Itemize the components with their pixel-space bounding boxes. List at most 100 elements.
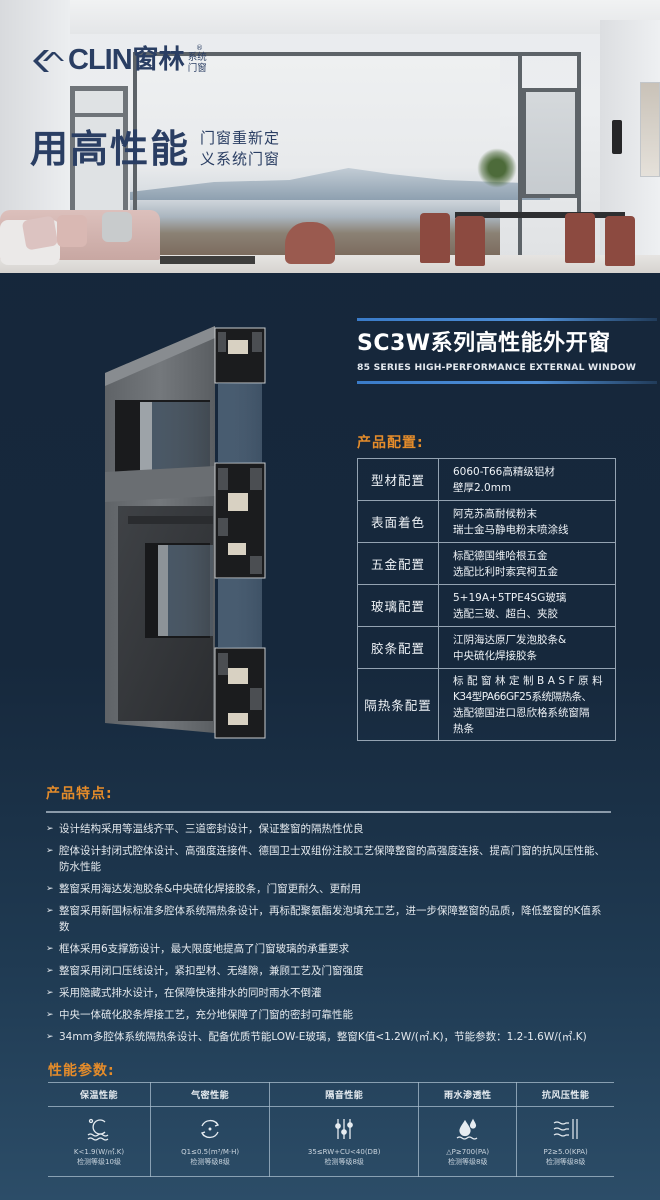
slogan-sub-line: 门窗重新定 — [200, 129, 281, 147]
feature-text: 设计结构采用等温线齐平、三道密封设计，保证整窗的隔热性优良 — [59, 823, 364, 835]
arrow-bullet-icon: ➢ — [46, 884, 54, 894]
cushion — [57, 215, 87, 247]
performance-label: 雨水渗透性 — [418, 1082, 518, 1107]
registered-mark: ® — [196, 44, 203, 52]
performance-heading: 性能参数: — [48, 1063, 115, 1079]
casement-sash — [522, 88, 579, 198]
dining-chair — [455, 216, 485, 266]
window-mullion — [518, 54, 522, 258]
dining-chair — [565, 213, 595, 263]
config-label: 玻璃配置 — [357, 584, 439, 627]
config-row: 表面着色 阿克苏高耐候粉末 瑞士金马静电粉末喷涂线 — [357, 500, 616, 543]
config-value: 5+19A+5TPE4SG玻璃 选配三玻、超白、夹胶 — [438, 584, 616, 627]
config-value: 标配德国维哈根五金 选配比利时索宾柯五金 — [438, 542, 616, 585]
brand-name-en: CLIN — [68, 44, 133, 76]
performance-value: △P≥700(PA) — [446, 1148, 490, 1156]
lounge-chair — [285, 222, 335, 264]
feature-item: ➢34mm多腔体系统隔热条设计、配备优质节能LOW-E玻璃，整窗K值<1.2W/… — [46, 1029, 611, 1045]
wind-pressure-icon — [552, 1117, 580, 1141]
airtight-cycle-icon — [196, 1117, 224, 1141]
arrow-bullet-icon: ➢ — [46, 906, 54, 916]
feature-text: 整窗采用闭口压线设计，紧扣型材、无缝隙，兼顾工艺及门窗强度 — [59, 965, 364, 977]
config-value-line: 选配德国进口恩欣格系统窗隔 — [453, 706, 590, 719]
config-value-line: 选配三玻、超白、夹胶 — [453, 607, 558, 620]
product-title: SC3W系列高性能外开窗 — [357, 331, 611, 356]
config-row: 型材配置 6060-T66高精级铝材 壁厚2.0mm — [357, 458, 616, 501]
hero-banner: CLIN 窗林 ® 系统 门窗 用高性能 门窗重新定 义系统门窗 — [0, 0, 660, 273]
performance-label: 隔音性能 — [269, 1082, 420, 1107]
features-section: 产品特点: ➢设计结构采用等温线齐平、三道密封设计，保证整窗的隔热性优良 ➢腔体… — [46, 783, 611, 1051]
performance-cell: K<1.9(W/㎡.K) 检测等级10级 — [48, 1106, 151, 1177]
config-heading: 产品配置: — [357, 435, 424, 451]
arrow-bullet-icon: ➢ — [46, 944, 54, 954]
config-row: 玻璃配置 5+19A+5TPE4SG玻璃 选配三玻、超白、夹胶 — [357, 584, 616, 627]
arrow-bullet-icon: ➢ — [46, 1010, 54, 1020]
config-label: 五金配置 — [357, 542, 439, 585]
config-value: 6060-T66高精级铝材 壁厚2.0mm — [438, 458, 616, 501]
feature-text: 整窗采用海达发泡胶条&中央硫化焊接胶条，门窗更耐久、更耐用 — [59, 883, 362, 895]
performance-cell: 35≤RW+CU<40(DB) 检测等级8级 — [269, 1106, 420, 1177]
product-subtitle-en: 85 SERIES HIGH-PERFORMANCE EXTERNAL WIND… — [357, 362, 637, 373]
config-table: 型材配置 6060-T66高精级铝材 壁厚2.0mm 表面着色 阿克苏高耐候粉末… — [357, 458, 616, 741]
slogan-sub-line: 义系统门窗 — [200, 150, 281, 168]
feature-item: ➢ 设计结构采用等温线齐平、三道密封设计，保证整窗的隔热性优良 — [46, 821, 611, 837]
config-value-line: 壁厚2.0mm — [453, 481, 512, 494]
config-value-line: 瑞士金马静电粉末喷涂线 — [453, 523, 569, 536]
features-divider — [46, 811, 611, 813]
feature-item: ➢中央一体硫化胶条焊接工艺，充分地保障了门窗的密封可靠性能 — [46, 1007, 611, 1023]
coffee-table — [160, 256, 255, 264]
feature-item: ➢框体采用6支撑筋设计，最大限度地提高了门窗玻璃的承重要求 — [46, 941, 611, 957]
performance-value: K<1.9(W/㎡.K) — [73, 1148, 125, 1156]
brand-tagline-line: 门窗 — [187, 63, 207, 74]
performance-value: P2≥5.0(KPA) — [543, 1148, 588, 1156]
thermal-wave-icon — [85, 1117, 113, 1141]
performance-grade: 检测等级8级 — [545, 1158, 586, 1166]
arrow-bullet-icon: ➢ — [46, 966, 54, 976]
config-value-line: 江阴海达原厂发泡胶条& — [453, 633, 567, 646]
config-value-line: 热条 — [453, 722, 474, 735]
wall-speaker — [612, 120, 622, 154]
config-label: 型材配置 — [357, 458, 439, 501]
feature-item: ➢ 整窗采用海达发泡胶条&中央硫化焊接胶条，门窗更耐久、更耐用 — [46, 881, 611, 897]
feature-text: 腔体设计封闭式腔体设计、高强度连接件、德国卫士双组份注胶工艺保障整窗的高强度连接… — [59, 845, 605, 873]
config-value-line: 阿克苏高耐候粉末 — [453, 507, 537, 520]
slogan-main: 用高性能 — [30, 127, 191, 171]
performance-cell: P2≥5.0(KPA) 检测等级8级 — [516, 1106, 614, 1177]
performance-cell: Q1≤0.5(m³/M·H) 检测等级8级 — [149, 1106, 271, 1177]
config-value: 标配窗林定制BASF原料 K34型PA66GF25系统隔热条、 选配德国进口恩欣… — [438, 668, 616, 741]
brand-logo: CLIN 窗林 ® 系统 门窗 — [30, 44, 207, 76]
config-value-line: 6060-T66高精级铝材 — [453, 465, 555, 478]
cushion — [102, 212, 132, 242]
config-value-line: 标配窗林定制BASF原料 — [453, 674, 607, 687]
performance-grade: 检测等级8级 — [190, 1158, 230, 1166]
dining-chair — [420, 213, 450, 263]
config-value-line: 中央硫化焊接胶条 — [453, 649, 537, 662]
brand-tagline: 系统 门窗 — [188, 52, 207, 74]
feature-list: ➢设计结构采用等温线齐平、三道密封设计，保证整窗的隔热性优良 ➢腔体设计封闭式腔… — [46, 821, 611, 1045]
plant-vase — [477, 148, 517, 188]
config-value-line: 选配比利时索宾柯五金 — [453, 565, 558, 578]
feature-item: ➢整窗采用新国标标准多腔体系统隔热条设计，再标配聚氨酯发泡填充工艺，进一步保障整… — [46, 903, 611, 935]
arrow-bullet-icon: ➢ — [46, 824, 54, 834]
feature-text: 采用隐藏式排水设计，在保障快速排水的同时雨水不倒灌 — [59, 987, 322, 999]
arrow-bullet-icon: ➢ — [46, 988, 54, 998]
feature-item: ➢ 整窗采用闭口压线设计，紧扣型材、无缝隙，兼顾工艺及门窗强度 — [46, 963, 611, 979]
features-heading: 产品特点: — [46, 786, 113, 802]
brand-tagline-line: 系统 — [187, 52, 207, 63]
config-row: 隔热条配置 标配窗林定制BASF原料 K34型PA66GF25系统隔热条、 选配… — [357, 668, 616, 741]
performance-grade: 检测等级10级 — [77, 1158, 121, 1166]
title-divider-top — [357, 318, 657, 321]
cushion — [21, 215, 59, 251]
performance-cell: △P≥700(PA) 检测等级8级 — [418, 1106, 518, 1177]
wall-painting — [640, 82, 660, 177]
config-value: 阿克苏高耐候粉末 瑞士金马静电粉末喷涂线 — [438, 500, 616, 543]
slogan: 用高性能 门窗重新定 义系统门窗 — [30, 127, 280, 171]
window-profile-image — [100, 318, 275, 748]
dining-chair — [605, 216, 635, 266]
feature-item: ➢腔体设计封闭式腔体设计、高强度连接件、德国卫士双组份注胶工艺保障整窗的高强度连… — [46, 843, 611, 875]
performance-value: Q1≤0.5(m³/M·H) — [181, 1148, 240, 1156]
config-row: 五金配置 标配德国维哈根五金 选配比利时索宾柯五金 — [357, 542, 616, 585]
config-label: 胶条配置 — [357, 626, 439, 669]
ceiling — [0, 0, 660, 34]
